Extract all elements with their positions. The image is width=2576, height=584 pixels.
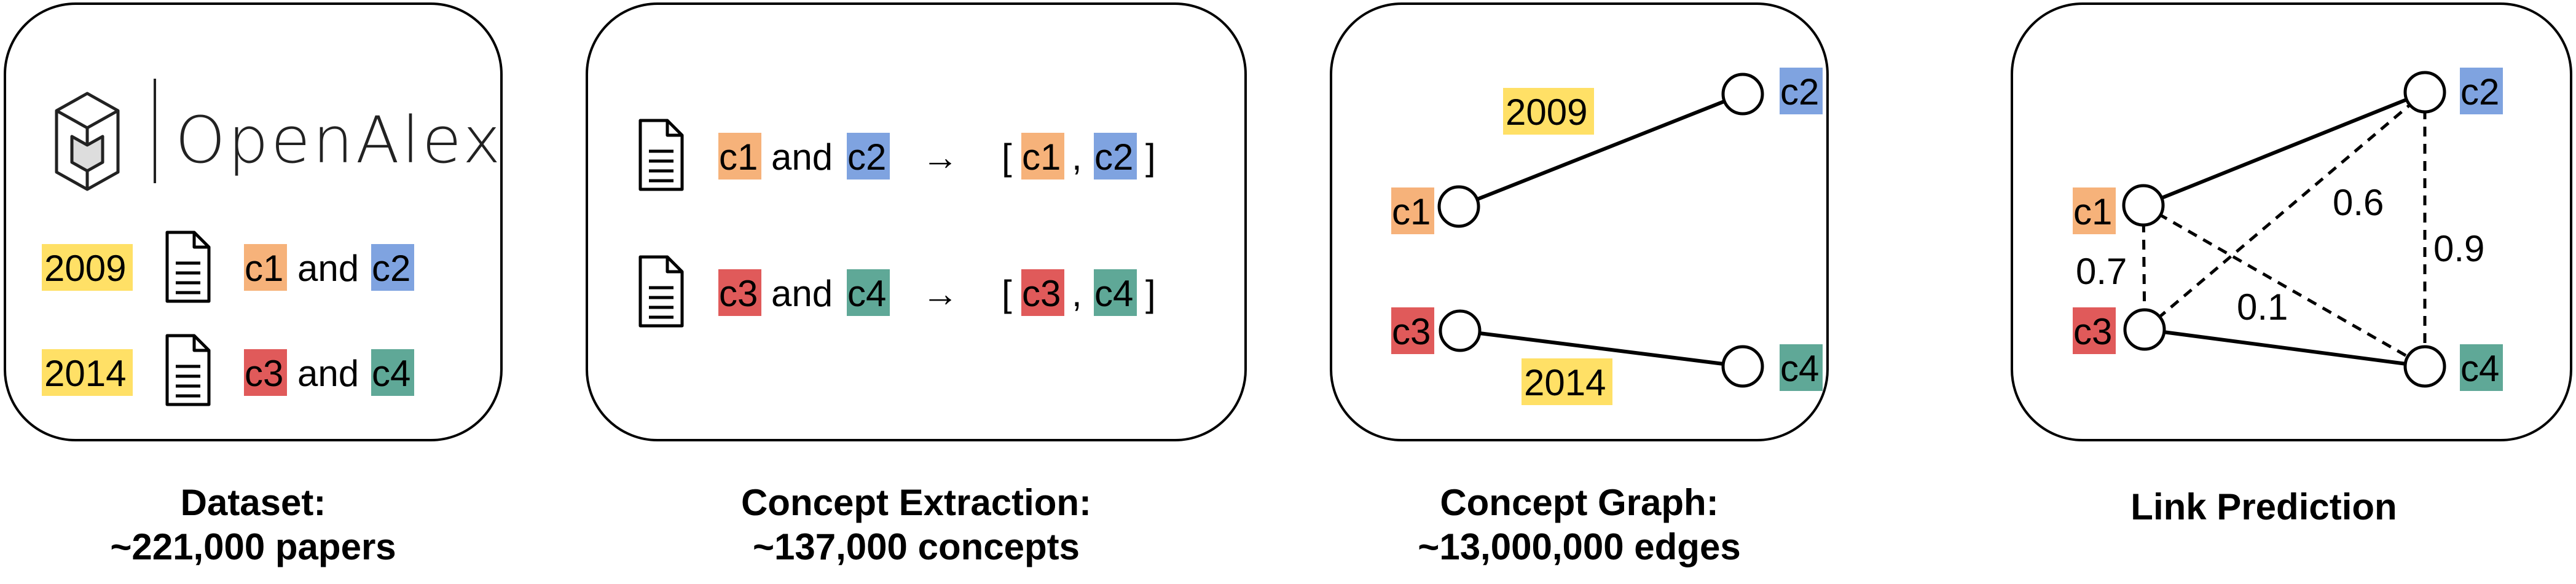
caption-line-1: Dataset:	[181, 482, 326, 523]
graph-node	[2122, 184, 2165, 227]
bracket-close: ]	[1145, 136, 1156, 178]
conj-label: and	[297, 248, 359, 289]
concept-c3-bg	[2073, 307, 2116, 354]
year-badge-bg	[42, 244, 133, 291]
conj-label: and	[771, 136, 833, 178]
concept-c1-bg	[718, 133, 761, 180]
concept-c2-label: c2	[1094, 136, 1133, 178]
concept-c1-bg	[2073, 187, 2116, 234]
concept-c1-label: c1	[1392, 191, 1431, 232]
predicted-edge	[2142, 203, 2426, 368]
concept-c1-label: c1	[245, 248, 283, 289]
edge-year-label: 2009	[1506, 92, 1587, 133]
concept-c4-label: c4	[847, 273, 886, 314]
concept-c3-bg	[1021, 269, 1064, 316]
year-label: 2009	[44, 248, 126, 289]
bracket-open: [	[1002, 273, 1012, 314]
concept-c1-label: c1	[1022, 136, 1061, 178]
concept-c3-label: c3	[1392, 311, 1431, 352]
caption-line-2: ~13,000,000 edges	[1418, 526, 1740, 567]
concept-c4-bg	[847, 269, 890, 316]
edge-year-bg	[1503, 88, 1594, 135]
year-label: 2014	[44, 353, 126, 394]
concept-c3-bg	[1391, 307, 1434, 354]
conj-label: and	[771, 273, 833, 314]
concept-c1-bg	[1391, 187, 1434, 234]
concept-c4-bg	[371, 349, 414, 396]
concept-c2-label: c2	[1780, 71, 1819, 112]
panel-concept-extraction: c1 and c2 → [ c1 , c2 ] c3 and c4 → [ c3…	[586, 2, 1247, 567]
year-badge-bg	[42, 349, 133, 396]
concept-c4-bg	[1780, 344, 1823, 391]
graph-node	[1721, 73, 1764, 116]
arrow-glyph: →	[922, 273, 959, 314]
concept-c2-label: c2	[2460, 71, 2499, 112]
logo-text: OpenAlex	[175, 103, 503, 178]
caption-line-2: ~221,000 papers	[110, 526, 396, 567]
arrow-glyph: →	[922, 136, 959, 178]
edge-year-bg	[1522, 358, 1612, 405]
concept-c2-bg	[371, 244, 414, 291]
concept-c2-bg	[1780, 68, 1823, 114]
edge-year-label: 2014	[1524, 362, 1606, 403]
bracket-open: [	[1002, 136, 1012, 178]
caption-line-2: ~137,000 concepts	[753, 526, 1080, 567]
panel-link-prediction: c1 c2 c3 c4 0.7 0.6 0.1 0.9 Link Predict…	[2011, 2, 2572, 527]
panel-dataset-frame	[4, 2, 503, 441]
concept-c4-label: c4	[1780, 348, 1819, 389]
edge-score-label: 0.9	[2433, 228, 2484, 269]
paper-icon	[640, 257, 682, 326]
graph-node	[2403, 345, 2446, 388]
caption-line-1: Concept Extraction:	[741, 482, 1091, 523]
paper-icon	[640, 120, 682, 189]
graph-edge	[2144, 328, 2425, 368]
concept-c2-bg	[1094, 133, 1137, 180]
graph-node	[2123, 308, 2166, 351]
concept-c1-label: c1	[719, 136, 758, 178]
concept-c3-bg	[718, 269, 761, 316]
graph-node	[1437, 185, 1480, 228]
concept-c3-label: c3	[2073, 311, 2112, 352]
concept-c3-label: c3	[1022, 273, 1061, 314]
graph-edge	[1458, 92, 1744, 208]
concept-c1-bg	[1021, 133, 1064, 180]
edge-score-label: 0.7	[2076, 251, 2127, 292]
graph-node	[2403, 71, 2446, 114]
paper-icon	[167, 336, 209, 404]
concept-c4-bg	[2460, 344, 2503, 391]
separator-comma: ,	[1072, 136, 1082, 178]
bracket-close: ]	[1145, 273, 1156, 314]
concept-c2-label: c2	[847, 136, 886, 178]
graph-edge	[2142, 90, 2426, 207]
panel-extraction-frame	[586, 2, 1247, 441]
panel-dataset: OpenAlex 2009 c1 and c2 2014 c3 and c4 D…	[4, 2, 503, 567]
graph-node	[1439, 309, 1482, 352]
concept-c3-bg	[244, 349, 287, 396]
concept-c2-bg	[2460, 68, 2503, 114]
concept-c2-bg	[847, 133, 890, 180]
conj-label: and	[297, 353, 359, 394]
concept-c4-label: c4	[1094, 273, 1133, 314]
panel-concept-graph: 2009 2014 c1 c2 c3 c4 Concept Graph: ~13…	[1330, 2, 1829, 567]
caption-line-1: Link Prediction	[2130, 486, 2397, 527]
concept-c1-bg	[244, 244, 287, 291]
concept-c4-label: c4	[2460, 348, 2499, 389]
concept-c1-label: c1	[2073, 191, 2112, 232]
edge-score-label: 0.1	[2237, 286, 2288, 328]
caption-line-1: Concept Graph:	[1440, 482, 1718, 523]
concept-c2-label: c2	[372, 248, 410, 289]
concept-c3-label: c3	[245, 353, 283, 394]
separator-comma: ,	[1072, 273, 1082, 314]
graph-edge	[1459, 329, 1743, 368]
openalex-logo-icon	[55, 92, 120, 191]
concept-c4-label: c4	[372, 353, 410, 394]
paper-icon	[167, 232, 209, 301]
predicted-edge	[2143, 91, 2426, 331]
graph-node	[1721, 345, 1764, 388]
concept-c4-bg	[1094, 269, 1137, 316]
edge-score-label: 0.6	[2333, 182, 2384, 223]
concept-c3-label: c3	[719, 273, 758, 314]
